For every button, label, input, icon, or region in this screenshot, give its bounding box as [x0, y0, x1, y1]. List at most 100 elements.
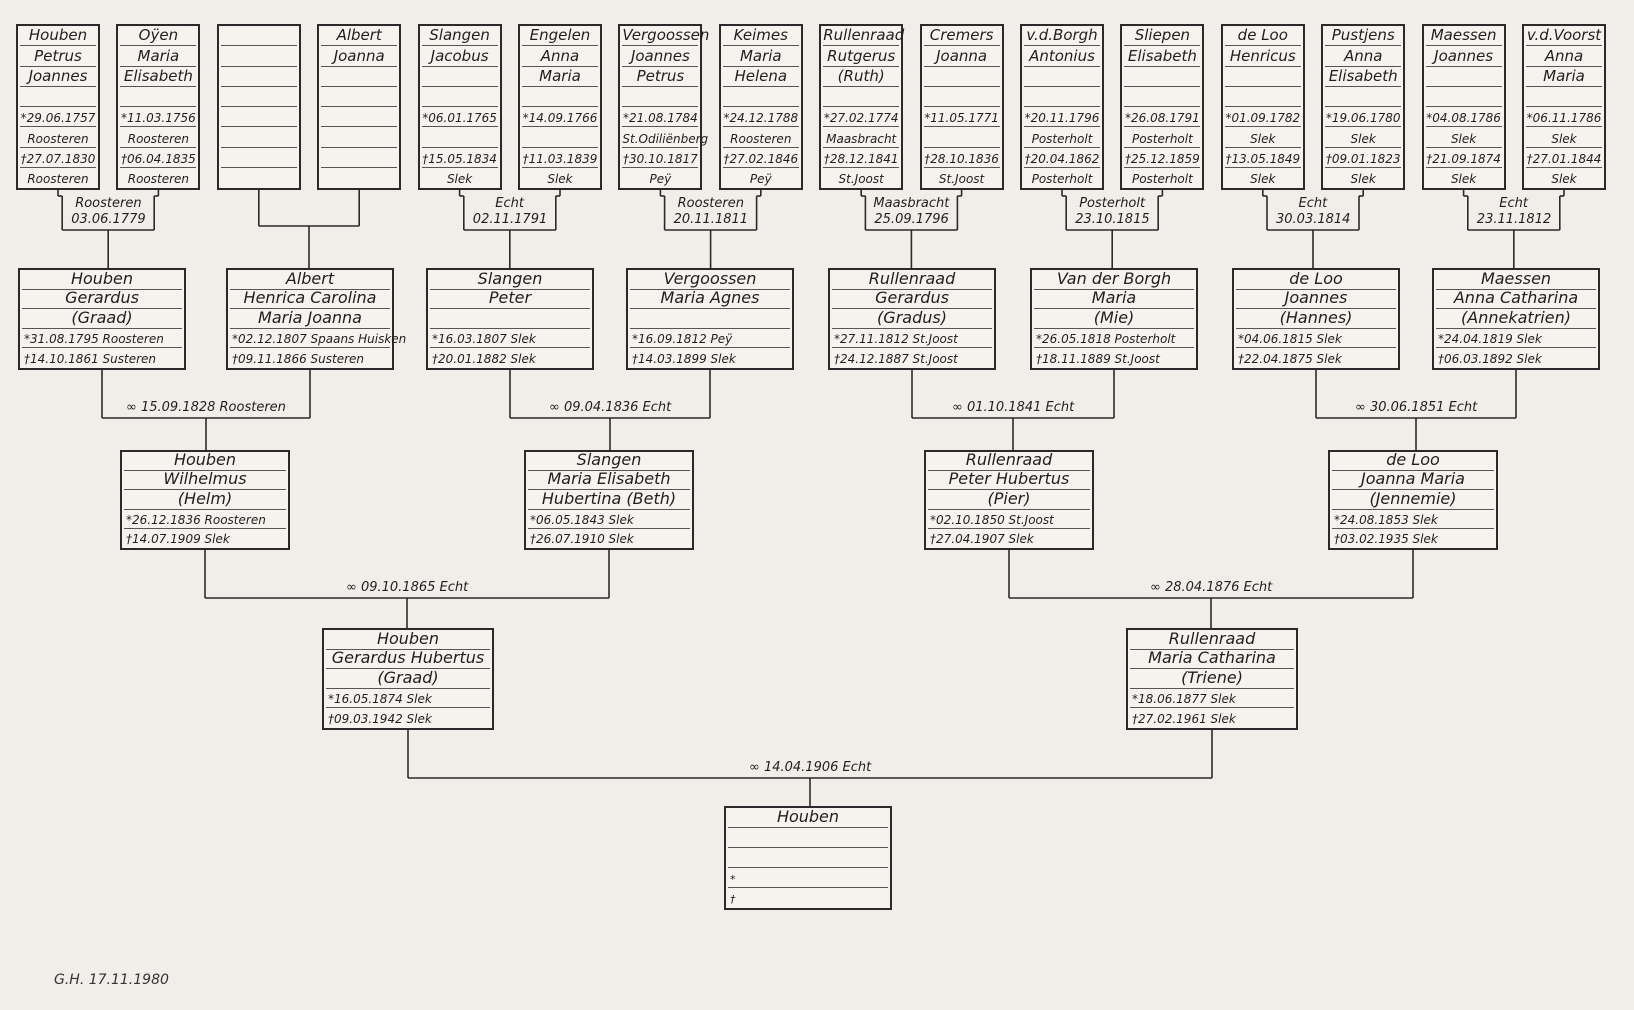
person-line: *21.08.1784 [622, 107, 699, 128]
person-line: Slek [1250, 172, 1276, 186]
person-line [220, 107, 297, 128]
person-line: †03.02.1935 Slek [1334, 531, 1438, 546]
marriage-label: 20.11.1811 [673, 212, 749, 227]
person-line [1024, 67, 1100, 87]
person-line: Maria Catharina [1130, 650, 1294, 670]
marriage-label: 25.09.1796 [874, 212, 949, 227]
person-line: v.d.Voorst [1526, 26, 1602, 47]
person-line: *26.12.1836 Roosteren [124, 510, 286, 529]
person-line: *11.03.1756 [120, 107, 197, 128]
person-line: †11.03.1839 [522, 148, 598, 168]
person-line: Slek [1425, 127, 1502, 148]
person-line: *01.09.1782 [1224, 107, 1301, 128]
person-line: Slek [1450, 172, 1477, 186]
person-line [728, 848, 888, 868]
person-line: *16.09.1812 Peÿ [630, 329, 790, 349]
person-line [220, 26, 297, 47]
person-line: *24.04.1819 Slek [1436, 329, 1596, 349]
person-line: †27.02.1846 [722, 148, 799, 168]
person-line: Engelen [522, 26, 598, 47]
person-line: Pustjens [1325, 26, 1402, 47]
person-line: *11.05.1771 [923, 107, 1000, 128]
marriage-label: ∞ 09.04.1836 Echt [549, 400, 672, 415]
person-line: St.Joost [938, 172, 985, 186]
person-line: Anna [1325, 46, 1402, 67]
person-line [220, 46, 297, 67]
person-line: *24.12.1788 [722, 107, 799, 128]
person-line: † [730, 893, 736, 906]
person-line: Gerardus Hubertus [326, 650, 490, 670]
person-line: Posterholt [1131, 172, 1193, 186]
person-line: *19.06.1780 [1325, 107, 1402, 128]
person-line [823, 87, 900, 107]
person-line: Rutgerus [823, 46, 900, 67]
person-line: Hubertina (Beth) [528, 490, 690, 510]
person-line [321, 168, 397, 188]
person-line: Joanna [321, 46, 398, 67]
marriage-label: 23.10.1815 [1075, 212, 1150, 227]
person-line: Posterholt [1031, 172, 1093, 186]
person-line [1425, 67, 1502, 87]
person-line: †28.12.1841 [823, 148, 900, 168]
marriage-label: ∞ 28.04.1876 Echt [1150, 580, 1273, 595]
person-line: †30.10.1817 [622, 148, 699, 168]
person-line: Keimes [722, 26, 799, 47]
person-line: Gerardus [832, 290, 992, 310]
person-line: Slek [1350, 172, 1376, 186]
person-line: †18.11.1889 St.Joost [1036, 351, 1160, 366]
person-line: Slek [1224, 127, 1301, 148]
person-line: *24.08.1853 Slek [1332, 510, 1494, 529]
person-line [1224, 67, 1301, 87]
person-line: (Graad) [22, 309, 182, 329]
person-line: *16.05.1874 Slek [326, 689, 490, 709]
person-line: *14.09.1766 [522, 107, 598, 128]
person-line: Rullenraad [823, 26, 905, 47]
person-line: Joannes [1425, 46, 1502, 67]
person-line: †25.12.1859 [1124, 148, 1201, 168]
marriage-label: ∞ 09.10.1865 Echt [346, 580, 469, 595]
marriage-label: 23.11.1812 [1476, 212, 1552, 227]
person-line: †14.07.1909 Slek [126, 531, 230, 546]
person-line: *20.11.1796 [1024, 107, 1100, 128]
ancestor-box-gen4 [216, 24, 301, 190]
person-line: Rullenraad [1130, 630, 1294, 650]
person-line [1124, 67, 1201, 87]
person-line: Albert [230, 270, 390, 290]
person-line: Maasbracht [823, 127, 900, 148]
person-line: v.d.Borgh [1024, 26, 1100, 47]
person-line: *27.11.1812 St.Joost [832, 329, 992, 349]
person-line: Rullenraad [928, 452, 1090, 472]
person-line: Houben [326, 630, 490, 650]
person-line: Roosteren [120, 127, 197, 148]
person-line: Maessen [1425, 26, 1502, 47]
person-line: (Helm) [124, 490, 286, 510]
person-line: Maria Joanna [230, 309, 390, 329]
person-line: Slek [547, 172, 573, 186]
person-line: Posterholt [1124, 127, 1201, 148]
person-line: Van der Borgh [1034, 270, 1194, 290]
person-line: Slek [446, 172, 473, 186]
person-line [622, 87, 699, 107]
person-line: Jacobus [421, 46, 498, 67]
marriage-label: Roosteren [75, 196, 142, 211]
person-line: Sliepen [1124, 26, 1201, 47]
marriage-label: Posterholt [1079, 196, 1146, 211]
person-line: de Loo [1236, 270, 1396, 290]
person-line: Houben [22, 270, 182, 290]
person-line: Maria [722, 46, 799, 67]
person-line: Houben [124, 452, 286, 472]
person-line [1124, 87, 1201, 107]
